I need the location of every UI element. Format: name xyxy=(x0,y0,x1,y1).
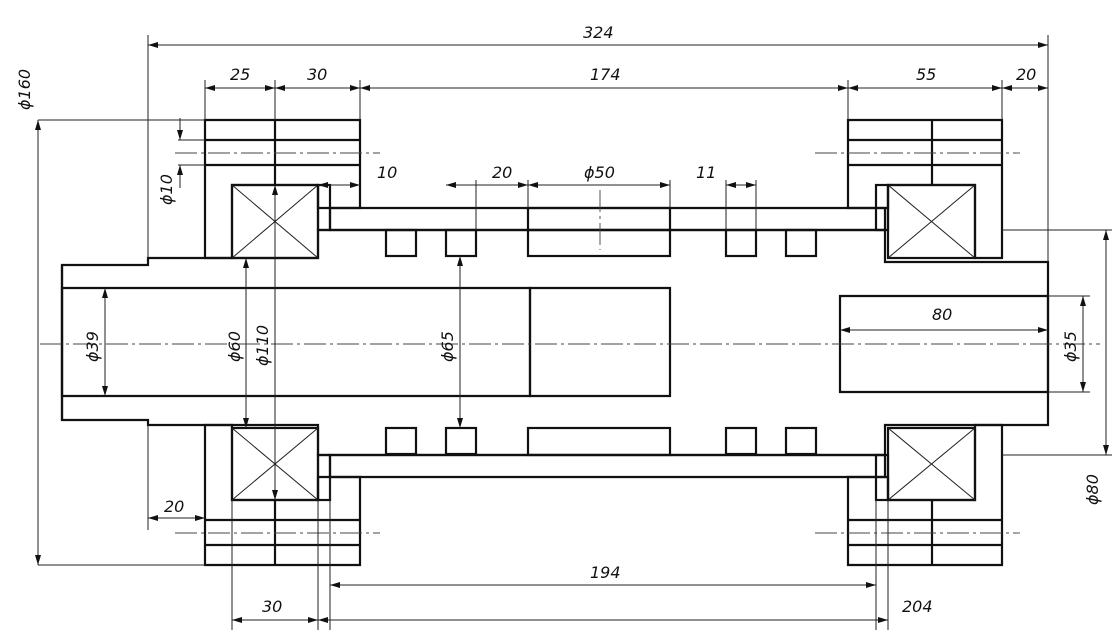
dim-left-flange: 25 xyxy=(230,65,250,84)
dim-bearing-outer-dia: ϕ110 xyxy=(253,325,272,366)
dim-right-bore-depth: 80 xyxy=(932,305,952,324)
dim-left-offset: 20 xyxy=(164,497,184,516)
right-housing-bottom xyxy=(846,423,1004,567)
dim-bottom-left: 30 xyxy=(262,597,282,616)
shaft-body xyxy=(60,228,1050,457)
dim-middle-span: 174 xyxy=(590,65,621,84)
dim-groove-width-left: 10 xyxy=(377,163,397,182)
dim-sleeve-length: 194 xyxy=(590,563,621,582)
dimension-labels: 324 25 30 174 55 20 10 20 ϕ50 11 80 20 1… xyxy=(15,23,1102,616)
dim-outer-flange-dia: ϕ160 xyxy=(15,69,34,110)
sleeve-top xyxy=(328,206,887,258)
dim-overall-length: 324 xyxy=(583,23,614,42)
dim-groove-width-right: 11 xyxy=(696,163,716,182)
dim-bottom-right: 204 xyxy=(902,597,933,616)
dim-right-bore-dia: ϕ35 xyxy=(1061,331,1080,362)
dim-bearing-inner-dia: ϕ60 xyxy=(225,331,244,362)
center-lines xyxy=(40,152,1100,534)
dim-right-flange: 55 xyxy=(916,65,936,84)
dim-right-end: 20 xyxy=(1016,65,1036,84)
left-housing-bottom xyxy=(203,423,362,567)
dim-groove-dia: ϕ65 xyxy=(438,331,457,362)
right-housing-top xyxy=(846,118,1004,260)
dim-bore-dia-left: ϕ39 xyxy=(83,331,102,362)
dim-bolt-hole-dia: ϕ10 xyxy=(157,174,176,205)
dimension-lines xyxy=(35,35,1112,630)
dim-groove-gap: 20 xyxy=(492,163,512,182)
dim-left-hub: 30 xyxy=(307,65,327,84)
sleeve-bottom xyxy=(328,426,887,479)
dim-center-bore-dia: ϕ50 xyxy=(584,163,615,182)
dim-right-shaft-dia: ϕ80 xyxy=(1083,474,1102,505)
left-housing-top xyxy=(203,118,362,260)
